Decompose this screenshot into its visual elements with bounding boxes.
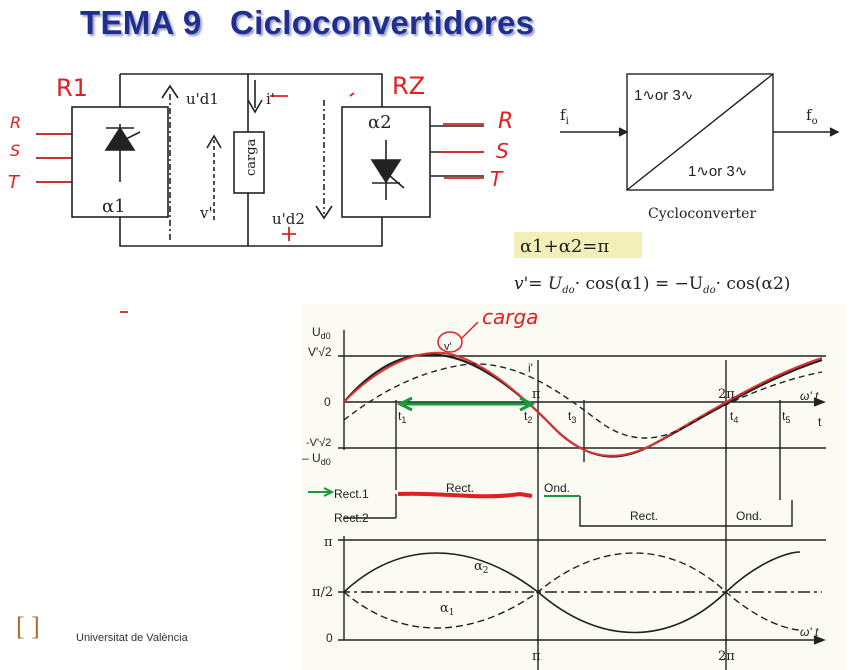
rectifier-2-box	[341, 106, 431, 218]
fo-label: fo	[806, 106, 818, 127]
r2-label: RZ	[392, 72, 425, 100]
thyristor-2-icon	[370, 140, 405, 200]
equation-alpha-sum: α1+α2=π	[520, 236, 609, 257]
block-output-phase: 1∿or 3∿	[688, 163, 747, 180]
phase-t-right: T	[490, 167, 504, 191]
block-input-phase: 1∿or 3∿	[634, 87, 693, 104]
university-logo: [ ]	[16, 612, 40, 642]
segment-ond-top: Ond.	[544, 481, 570, 495]
t3-label: t3	[568, 409, 576, 425]
pi2-axis-label: π/2	[312, 585, 333, 600]
neg-vsqrt2-label: -V'√2	[306, 437, 331, 449]
rect1-label: Rect.1	[334, 487, 369, 501]
pi-tick: π	[532, 387, 541, 402]
two-pi-tick: 2π	[718, 387, 735, 402]
waveform-panel	[302, 304, 846, 670]
university-name: Universitat de València	[76, 632, 188, 644]
alpha1-curve-label: α1	[440, 601, 455, 618]
r1-label: R1	[56, 74, 88, 102]
ud0-label: Ud0	[312, 325, 331, 341]
t2-label: t2	[524, 409, 532, 425]
alpha1-label: α1	[102, 196, 126, 217]
circuit-diagram	[36, 73, 484, 247]
wt-bottom-label: ω' t	[800, 625, 819, 639]
two-pi-bottom-tick: 2π	[718, 649, 735, 664]
t-axis-label: t	[818, 415, 822, 429]
current-label: i'	[266, 90, 275, 108]
circuit-handwriting	[38, 92, 484, 313]
pi-axis-label: π	[324, 535, 333, 550]
i-curve-label: i'	[528, 361, 533, 375]
zero2-label: 0	[326, 631, 333, 645]
phase-s-left: S	[10, 141, 20, 160]
phase-r-right: R	[498, 109, 513, 134]
load-box	[233, 131, 265, 194]
equation-output-voltage: v'= Udo· cos(α1) = −Udo· cos(α2)	[514, 274, 790, 296]
segment-ond-bottom: Ond.	[736, 509, 762, 523]
t5-label: t5	[782, 409, 790, 425]
load-label: carga	[244, 138, 259, 176]
rect2-label: Rect.2	[334, 511, 369, 525]
rectifier-1-box	[71, 106, 169, 218]
block-caption: Cycloconverter	[648, 206, 756, 222]
v-curve-label: v'	[444, 341, 452, 353]
phase-t-left: T	[8, 172, 21, 193]
segment-rect-top: Rect.	[446, 481, 474, 495]
carga-note: carga	[482, 305, 538, 329]
phase-s-right: S	[496, 139, 509, 163]
segment-rect-bottom: Rect.	[630, 509, 658, 523]
zero-label: 0	[324, 395, 331, 409]
alpha2-curve-label: α2	[474, 559, 489, 576]
ud2-label: u'd2	[272, 210, 305, 228]
voltage-label: v'	[199, 204, 213, 222]
thyristor-1-icon	[104, 124, 141, 182]
waveform-curves	[308, 321, 823, 634]
wt-label: ω' t	[800, 389, 819, 403]
phase-r-left: R	[10, 113, 21, 132]
t4-label: t4	[730, 409, 738, 425]
cycloconverter-block	[560, 73, 840, 191]
equation-highlight	[514, 232, 642, 258]
alpha2-label: α2	[368, 112, 392, 133]
ud1-label: u'd1	[186, 90, 219, 108]
fi-label: fi	[560, 106, 569, 127]
slide-title: TEMA 9 Cicloconvertidores	[80, 4, 535, 41]
pi-bottom-tick: π	[532, 649, 541, 664]
vsqrt2-label: V'√2	[308, 345, 332, 359]
t1-label: t1	[398, 409, 406, 425]
neg-ud0-label: – Ud0	[302, 451, 331, 467]
logo-bracket: [ ]	[16, 612, 40, 641]
